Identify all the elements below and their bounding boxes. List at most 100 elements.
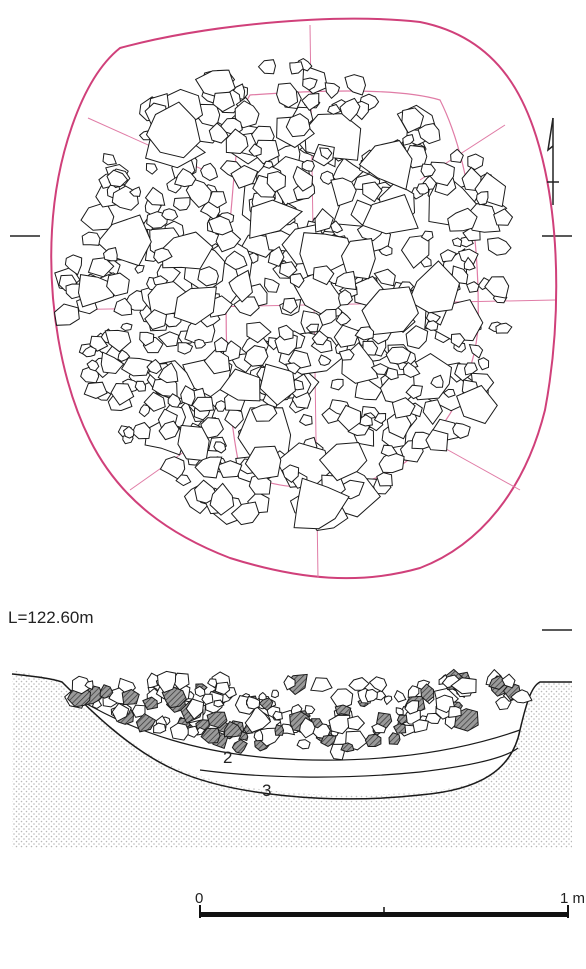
layer-3-label: 3 [262,781,272,800]
stone [364,688,378,703]
stone [145,101,201,159]
stone [197,266,219,287]
stone [111,702,130,723]
stone [330,177,357,207]
stone [380,444,398,457]
stone [86,359,100,372]
stone [327,103,342,115]
stone [305,323,320,333]
section-stones [64,668,533,761]
stone [243,345,269,367]
hatched-stone [376,712,393,729]
stone [224,407,244,429]
stone [336,404,362,432]
stone [373,412,387,425]
stone [278,324,294,341]
stone [378,245,393,257]
stone [117,349,131,362]
stone [248,143,262,157]
stone [212,91,235,113]
hatched-stone [364,733,382,747]
stone [362,181,383,203]
stone [131,704,146,718]
hatched-stone [200,727,221,744]
stone [476,191,489,206]
stone [139,331,155,347]
stone [117,677,137,693]
stone [266,170,287,193]
stone [253,728,264,742]
stone [338,348,355,361]
stone [299,717,316,739]
stone [173,286,217,326]
stone [373,268,396,287]
stone [262,160,274,169]
stone [83,381,108,400]
stone [404,700,420,715]
stone [412,719,429,734]
stone [113,297,133,316]
stone [339,97,361,122]
stone [442,388,456,398]
stone [104,329,132,353]
stone [174,167,197,188]
stone [466,281,480,293]
stone [450,677,477,695]
stone [169,722,191,741]
hatched-stone [388,732,401,745]
layer-boundary-2 [199,747,519,778]
stone [161,231,214,270]
stone [194,69,236,99]
stone [267,245,285,268]
stone [191,396,215,412]
stone [144,186,166,206]
stone [347,715,366,731]
stone [378,451,405,474]
stone [213,336,229,353]
stone [106,169,129,188]
stone [383,695,393,706]
stone [417,122,441,145]
stone [501,673,516,689]
stone [408,260,461,314]
stone [71,675,93,695]
stone [318,441,368,482]
scale-bar [199,905,569,918]
layer-2-label: 2 [223,748,233,767]
scale-start-label: 0 [195,890,204,907]
stone [425,429,449,452]
stone [376,472,393,487]
stone [328,714,351,735]
stone [228,269,253,303]
stone [451,237,463,248]
stone [64,254,83,276]
hatched-stone [274,724,285,736]
stone [102,247,118,262]
hatched-stone [237,731,249,742]
stone [393,689,407,703]
stone [370,363,389,376]
stone [301,92,320,111]
stone [207,678,218,689]
stone [293,477,350,530]
stone [292,165,314,192]
stone [411,431,433,450]
stone [289,61,304,75]
stone [157,362,179,384]
stone [312,265,335,286]
hatched-stone [99,684,114,699]
stone [53,303,80,326]
stone [203,348,231,375]
stone [405,384,423,400]
stone [272,710,283,721]
hatched-stone [393,723,407,734]
stone [213,699,225,708]
stone [245,695,261,710]
stone [175,474,192,487]
stone [134,380,147,392]
stone [314,207,334,233]
stone [477,357,490,371]
stone [225,128,249,155]
stone [493,208,514,226]
